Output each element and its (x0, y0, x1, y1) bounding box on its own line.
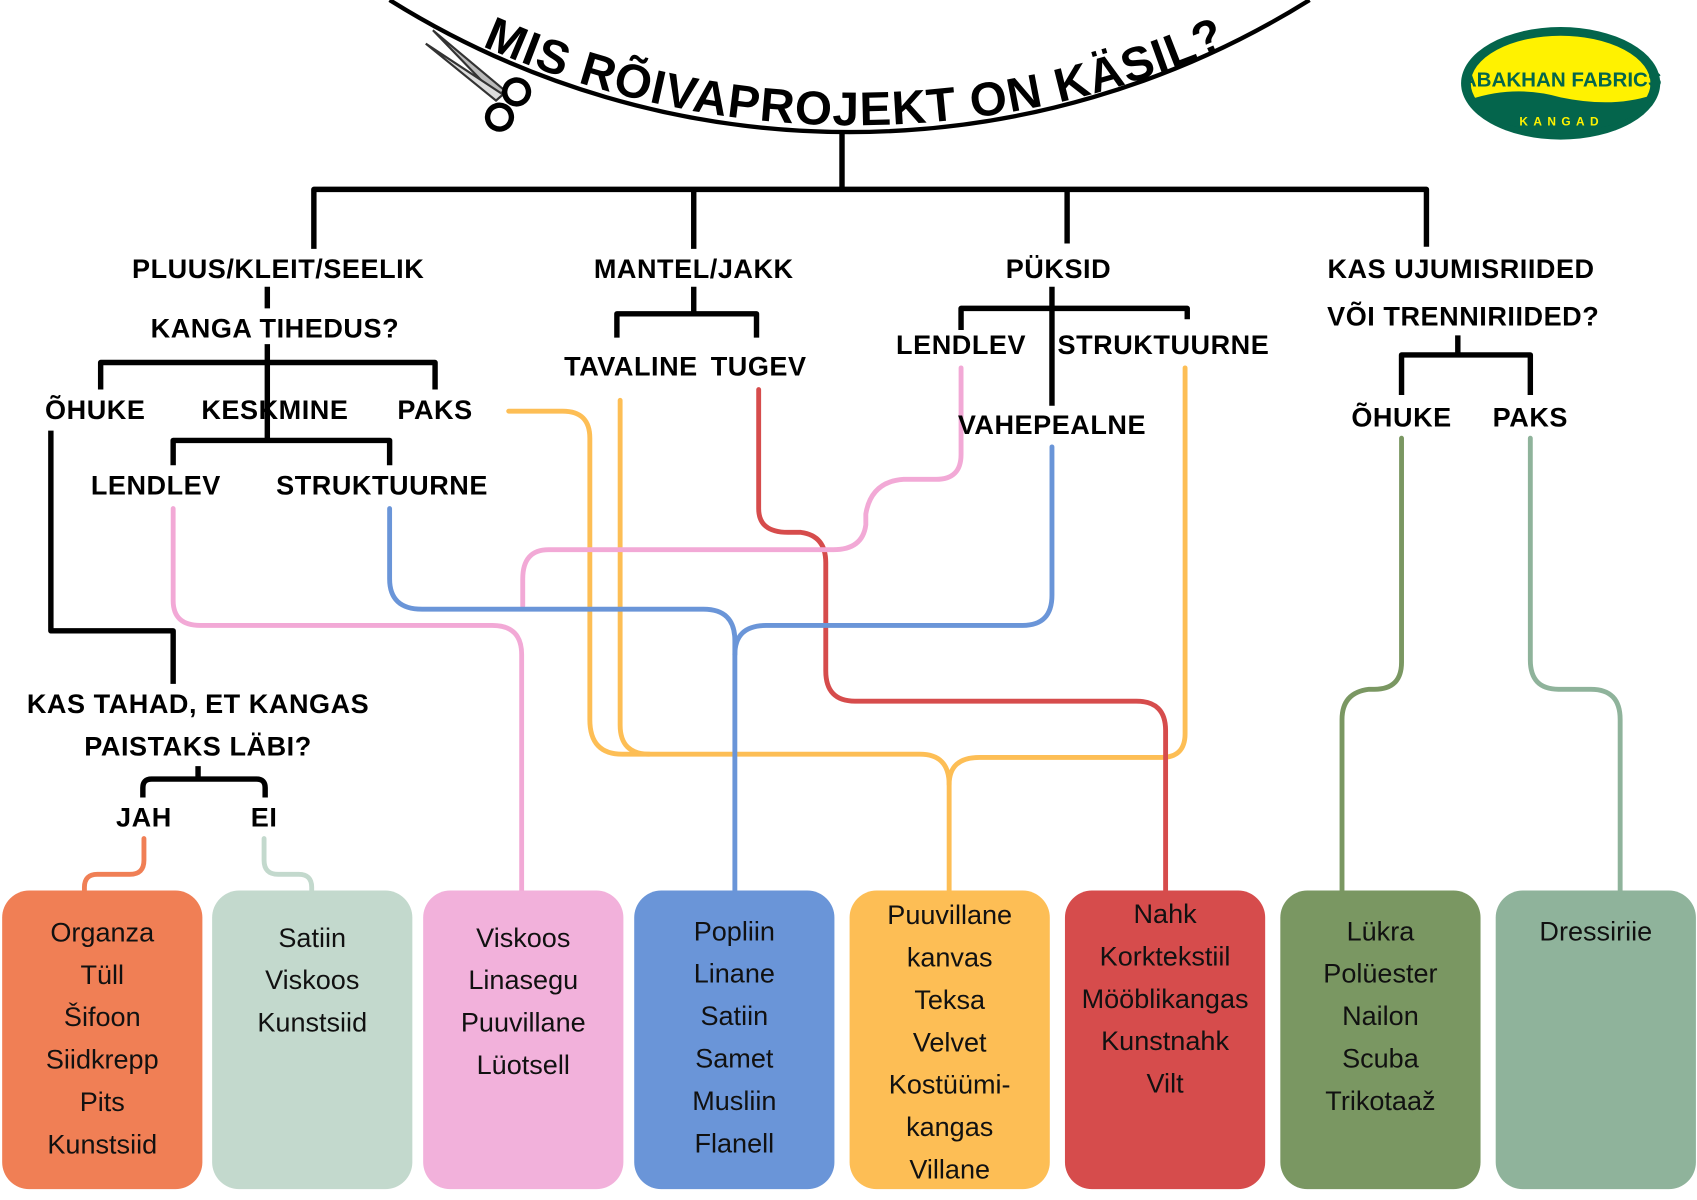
fabric-item: Nailon (1342, 1001, 1419, 1031)
fabric-item: Viskoos (265, 965, 359, 995)
label-keskmine: KESKMINE (201, 395, 348, 425)
label-ei: EI (251, 803, 278, 833)
fabric-item: Siidkrepp (46, 1045, 159, 1075)
fabric-item: Trikotaaž (1325, 1086, 1435, 1116)
label-ujumis-2: VÕI TRENNIRIIDED? (1327, 301, 1599, 332)
fabric-box-bg (423, 890, 624, 1190)
label-kanga-tihedus: KANGA TIHEDUS? (151, 314, 400, 344)
scissors-icon (425, 29, 532, 132)
fabric-boxes: OrganzaTüllŠifoonSiidkreppPitsKunstsiidS… (2, 890, 1696, 1190)
fabric-box-yellow: Puuvillane kanvasTeksaVelvetKostüümi-kang… (849, 890, 1050, 1190)
fabric-item: Puuvillane (461, 1008, 586, 1038)
fabric-item: Mööblikangas (1082, 984, 1249, 1014)
svg-text:KANGAD: KANGAD (1519, 115, 1604, 129)
fabric-item: Puuvillane (887, 900, 1012, 930)
fabric-item: Kunstsiid (47, 1129, 157, 1159)
fabric-box-bg (634, 890, 835, 1190)
fabric-item: Polüester (1323, 959, 1437, 989)
fabric-item: Villane (909, 1155, 990, 1185)
label-jah: JAH (116, 803, 172, 833)
flow-lines (81, 365, 1623, 896)
fabric-item: Satiin (278, 923, 346, 953)
fabric-item: Flanell (694, 1128, 774, 1158)
label-ujumis-1: KAS UJUMISRIIDED (1327, 254, 1594, 284)
fabric-item: Teksa (914, 985, 986, 1015)
label-mantel: MANTEL/JAKK (594, 254, 794, 284)
fabric-item: Dressiriie (1539, 916, 1652, 946)
label-ohuke: ÕHUKE (45, 394, 145, 425)
fabric-item: Lüotsell (477, 1050, 570, 1080)
label-struktuurne: STRUKTUURNE (276, 471, 488, 501)
fabric-item: kanvas (907, 942, 993, 972)
fabric-item: Linane (694, 959, 775, 989)
fabric-item: Vilt (1147, 1069, 1185, 1099)
label-vahepealne: VAHEPEALNE (958, 410, 1146, 440)
label-question-2: PAISTAKS LÄBI? (84, 731, 311, 761)
label-ujumis-paks: PAKS (1493, 402, 1568, 432)
abakhan-logo: ABAKHAN FABRICS KANGAD (1461, 27, 1662, 140)
fabric-box-red: NahkKorktekstiilMööblikangasKunstnahkVil… (1064, 890, 1266, 1190)
fabric-box-bg (2, 890, 203, 1190)
fabric-item: Musliin (692, 1086, 776, 1116)
fabric-item: Tüll (80, 960, 124, 990)
fabric-item: Viskoos (476, 923, 570, 953)
label-puksid: PÜKSID (1006, 254, 1111, 284)
fabric-item: Šifoon (64, 1001, 141, 1032)
fabric-item: Samet (695, 1044, 774, 1074)
fabric-item: Linasegu (468, 965, 578, 995)
fabric-item: Lükra (1347, 916, 1416, 946)
fabric-item: Kunstsiid (257, 1008, 367, 1038)
fabric-item: Organza (50, 917, 155, 947)
fabric-box-bg (1280, 890, 1481, 1190)
fabric-item: Pits (80, 1087, 125, 1117)
fabric-box-bg (1495, 890, 1696, 1190)
tree-lines (48, 132, 1534, 798)
page-title: MIS RÕIVAPROJEKT ON KÄSIL? (478, 7, 1233, 136)
fabric-box-sage: Dressiriie (1495, 890, 1696, 1190)
fabric-item: Korktekstiil (1100, 941, 1231, 971)
label-question-1: KAS TAHAD, ET KANGAS (27, 689, 369, 719)
fabric-item: Kostüümi- (889, 1070, 1011, 1100)
label-pluus: PLUUS/KLEIT/SEELIK (132, 254, 424, 284)
svg-text:ABAKHAN FABRICS: ABAKHAN FABRICS (1462, 69, 1662, 92)
fabric-box-bg (1064, 890, 1266, 1190)
fabric-box-bg (849, 890, 1050, 1190)
fabric-item: Kunstnahk (1101, 1026, 1229, 1056)
header-arc (388, 0, 1311, 135)
label-puksid-lendlev: LENDLEV (896, 330, 1026, 360)
fabric-item: kangas (906, 1112, 993, 1142)
fabric-item: Satiin (700, 1001, 768, 1031)
fabric-item: Popliin (694, 916, 775, 946)
fabric-item: Nahk (1133, 899, 1197, 929)
label-tugev: TUGEV (711, 351, 807, 381)
label-lendlev: LENDLEV (91, 471, 221, 501)
fabric-item: Velvet (913, 1027, 987, 1057)
label-ujumis-ohuke: ÕHUKE (1351, 401, 1451, 432)
label-puksid-struktuurne: STRUKTUURNE (1058, 330, 1270, 360)
label-paks: PAKS (397, 395, 472, 425)
label-tavaline: TAVALINE (564, 351, 698, 381)
fabric-box-bg (212, 890, 413, 1190)
fabric-item: Scuba (1342, 1044, 1420, 1074)
